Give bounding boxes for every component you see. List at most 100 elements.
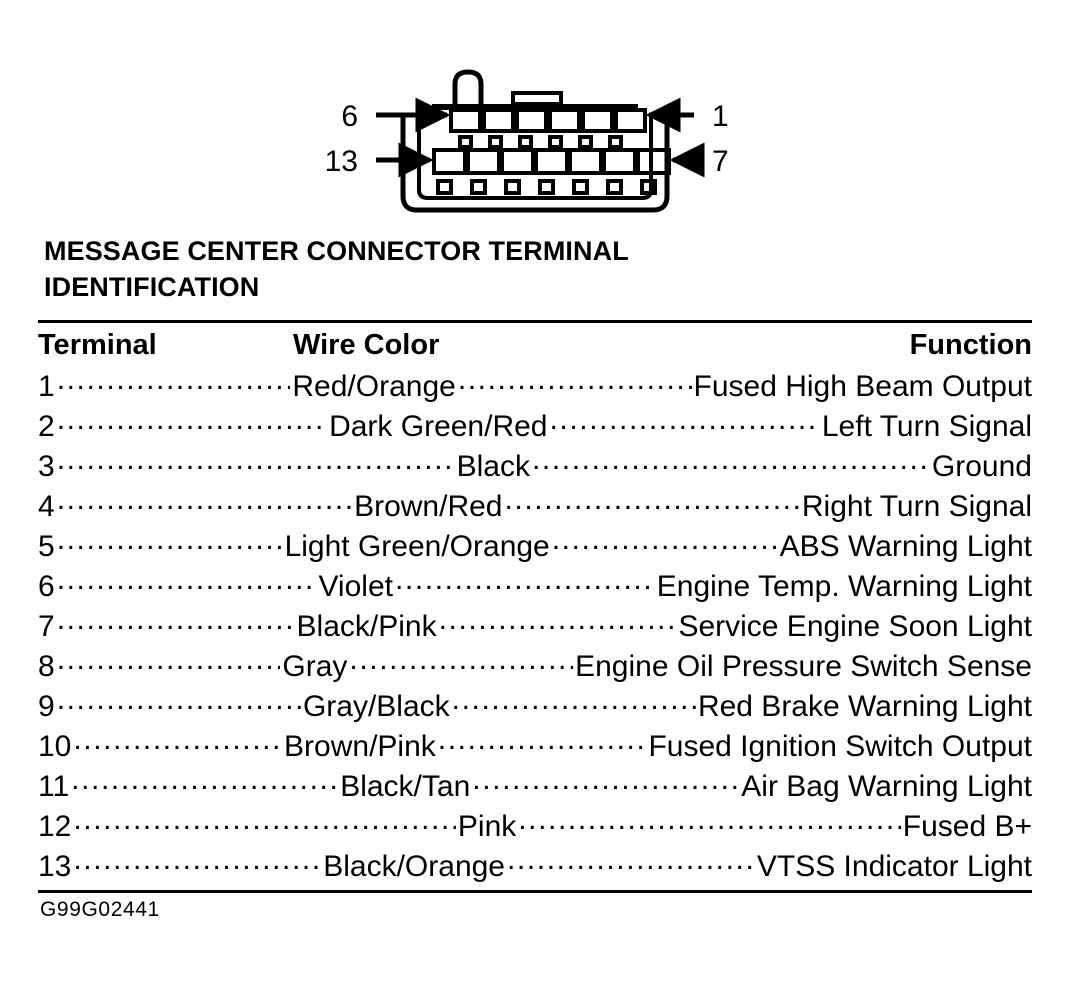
table-row: 12 Pink Fused B+ (38, 806, 1032, 846)
terminal-number: 9 (38, 690, 55, 723)
connector-base-ribs (436, 179, 657, 195)
connector-flat-tab (511, 91, 563, 106)
table-top-rule (38, 320, 1032, 323)
connector-bottom-cavity-row (432, 148, 671, 175)
dot-leader (550, 406, 820, 436)
figure-title: MESSAGE CENTER CONNECTOR TERMINAL IDENTI… (44, 234, 944, 306)
wire-color-value: Gray/Black (302, 690, 450, 723)
dot-leader (57, 606, 295, 636)
dot-leader (532, 446, 930, 476)
function-value: VTSS Indicator Light (756, 850, 1033, 883)
cavity-bottom-4 (534, 148, 569, 175)
wire-color-value: Black/Orange (323, 850, 505, 883)
dot-leader (57, 686, 301, 716)
table-row: 8 Gray Engine Oil Pressure Switch Sense (38, 646, 1032, 686)
wire-color-value: Brown/Red (354, 490, 503, 523)
terminal-number: 12 (38, 810, 72, 843)
wire-color-value: Black/Pink (296, 610, 437, 643)
column-header-terminal: Terminal (38, 329, 157, 361)
wire-color-value: Brown/Pink (284, 730, 436, 763)
table-row: 6VioletEngine Temp. Warning Light (38, 566, 1032, 606)
function-value: Engine Oil Pressure Switch Sense (575, 650, 1032, 683)
function-value: Engine Temp. Warning Light (656, 570, 1032, 603)
column-header-wire-color: Wire Color (293, 329, 440, 361)
dot-leader (57, 486, 352, 516)
dot-leader (507, 846, 755, 876)
base-rib-7 (640, 179, 657, 195)
column-header-function: Function (909, 329, 1032, 361)
table-body: 1Red/OrangeFused High Beam Output2Dark G… (38, 364, 1032, 886)
dot-leader (504, 486, 799, 516)
function-value: Left Turn Signal (821, 410, 1033, 443)
dot-leader (71, 766, 338, 796)
dot-leader (57, 366, 291, 396)
wire-color-value: Pink (457, 810, 517, 843)
cavity-top-2 (482, 108, 515, 133)
table-row: 7 Black/Pink Service Engine Soon Light (38, 606, 1032, 646)
dot-leader (73, 846, 321, 876)
base-rib-5 (572, 179, 589, 195)
mid-rib-1 (458, 135, 473, 149)
terminal-number: 8 (38, 650, 55, 683)
wire-color-value: Dark Green/Red (329, 410, 548, 443)
table-row: 3BlackGround (38, 446, 1032, 486)
function-value: Service Engine Soon Light (678, 610, 1033, 643)
callout-label-13: 13 (325, 145, 358, 178)
wire-color-value: Light Green/Orange (284, 530, 550, 563)
terminal-number: 11 (38, 770, 70, 803)
mid-rib-4 (548, 135, 563, 149)
callout-label-1: 1 (712, 100, 729, 133)
terminal-number: 7 (38, 610, 55, 643)
terminal-number: 13 (38, 850, 72, 883)
terminal-number: 2 (38, 410, 55, 443)
figure-reference-code: G99G02441 (40, 898, 160, 921)
connector-mid-ribs (458, 135, 623, 149)
callout-label-7: 7 (712, 145, 729, 178)
dot-leader (439, 606, 677, 636)
wire-color-value: Red/Orange (292, 370, 456, 403)
cavity-top-1 (449, 108, 482, 133)
figure-title-line-2: IDENTIFICATION (44, 271, 260, 302)
function-value: Fused B+ (902, 810, 1033, 843)
dot-leader (458, 366, 692, 396)
connector-top-cavity-row (449, 108, 647, 133)
figure-title-line-1: MESSAGE CENTER CONNECTOR TERMINAL (44, 236, 629, 266)
table-bottom-rule (38, 890, 1032, 893)
mid-rib-3 (518, 135, 533, 149)
base-rib-2 (470, 179, 487, 195)
dot-leader (438, 726, 647, 756)
terminal-number: 4 (38, 490, 55, 523)
cavity-bottom-5 (568, 148, 603, 175)
terminal-number: 5 (38, 530, 55, 563)
cavity-bottom-3 (500, 148, 535, 175)
function-value: ABS Warning Light (779, 530, 1032, 563)
mid-rib-5 (578, 135, 593, 149)
dot-leader (452, 686, 696, 716)
table-header-row: Terminal Wire Color Function (38, 323, 1032, 364)
table-row: 1Red/OrangeFused High Beam Output (38, 366, 1032, 406)
function-value: Ground (931, 450, 1032, 483)
dot-leader (57, 406, 327, 436)
dot-leader (349, 646, 573, 676)
dot-leader (395, 566, 655, 596)
terminal-number: 1 (38, 370, 55, 403)
wire-color-value: Black/Tan (340, 770, 471, 803)
connector-top-face (432, 104, 638, 110)
table-row: 10 Brown/Pink Fused Ignition Switch Output (38, 726, 1032, 766)
wire-color-value: Gray (282, 650, 348, 683)
cavity-top-3 (515, 108, 548, 133)
function-value: Fused Ignition Switch Output (648, 730, 1032, 763)
terminal-number: 3 (38, 450, 55, 483)
terminal-number: 10 (38, 730, 72, 763)
table-row: 9 Gray/Black Red Brake Warning Light (38, 686, 1032, 726)
base-rib-1 (436, 179, 453, 195)
dot-leader (57, 446, 455, 476)
dot-leader (472, 766, 739, 796)
function-value: Air Bag Warning Light (741, 770, 1032, 803)
wire-color-value: Violet (318, 570, 393, 603)
base-rib-6 (606, 179, 623, 195)
function-value: Red Brake Warning Light (697, 690, 1032, 723)
cavity-bottom-2 (466, 148, 501, 175)
cavity-bottom-6 (602, 148, 637, 175)
connector-latch-arch (452, 69, 484, 104)
